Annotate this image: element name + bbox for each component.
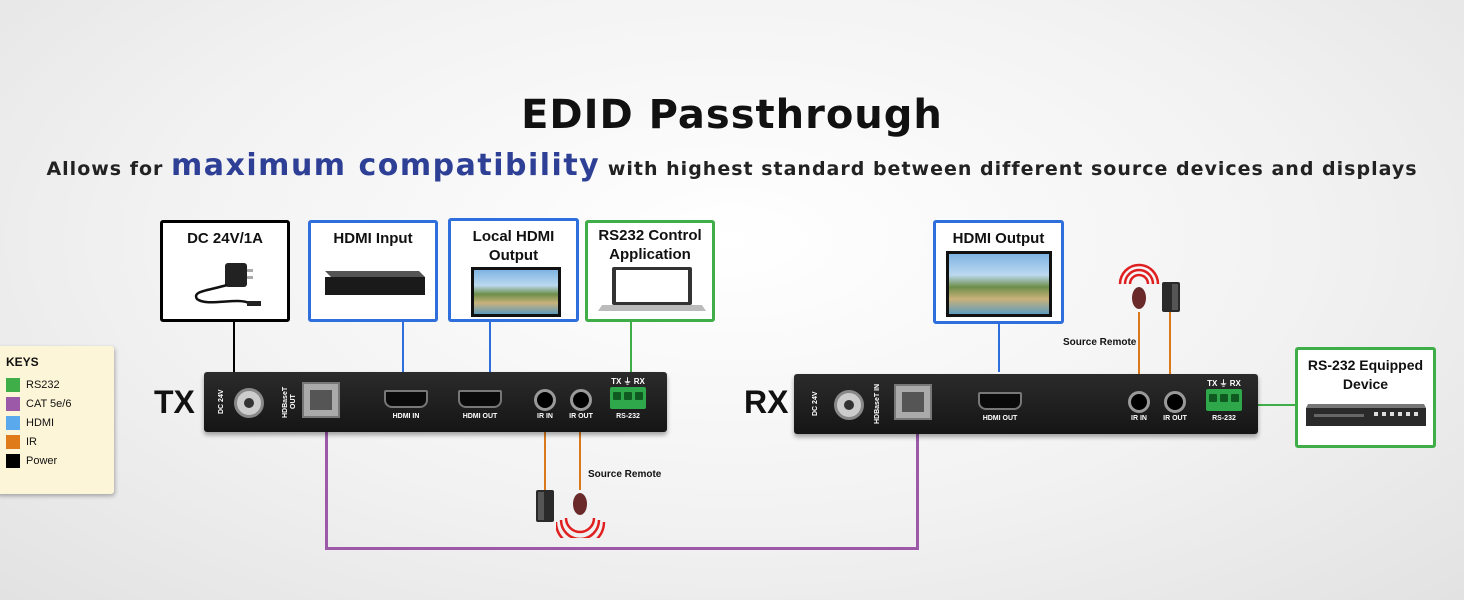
tx-rs232-terminal[interactable] xyxy=(610,387,646,409)
tx-txrx-label: TX ⏚ RX xyxy=(611,377,645,386)
ir-swatch xyxy=(6,435,20,449)
page-title: EDID Passthrough xyxy=(521,92,943,138)
key-ir-label: IR xyxy=(26,436,37,448)
rx-hdbaset-port[interactable] xyxy=(894,384,932,420)
rx-dc-jack[interactable] xyxy=(834,390,864,420)
rx-rs232-label: RS-232 xyxy=(1212,415,1236,422)
key-hdmi-label: HDMI xyxy=(26,417,55,429)
rx-hdmi-output-box: HDMI Output xyxy=(933,220,1064,324)
tx-ir-out-label: IR OUT xyxy=(569,413,593,420)
rs232-app-line xyxy=(630,320,632,372)
rx-dc-port-label: DC 24V xyxy=(812,391,819,417)
rs232-device-box: RS-232 Equipped Device xyxy=(1295,347,1436,448)
tx-ir-in-label: IR IN xyxy=(537,413,553,420)
ir-blaster-icon xyxy=(536,490,554,522)
hdmi-input-box: HDMI Input xyxy=(308,220,438,322)
hdmi-swatch xyxy=(6,416,20,430)
page-subtitle: Allows for maximum compatibility with hi… xyxy=(0,148,1464,183)
tx-label: TX xyxy=(154,384,195,420)
rx-ir-in-label: IR IN xyxy=(1131,415,1147,422)
tx-hdmi-out-label: HDMI OUT xyxy=(462,413,498,420)
key-rs232-label: RS232 xyxy=(26,379,60,391)
rx-rs232-line xyxy=(1258,404,1296,406)
rx-hdbaset-label: HDBaseT IN xyxy=(874,383,881,425)
tx-hdbaset-label: HDBaseT OUT xyxy=(282,386,297,418)
tx-ir-in-line xyxy=(544,428,546,490)
rx-ir-in-line xyxy=(1138,312,1140,378)
local-hdmi-output-label: Local HDMI Output xyxy=(472,228,555,264)
tx-ir-in-jack[interactable] xyxy=(534,389,556,411)
subtitle-highlight: maximum compatibility xyxy=(171,148,601,183)
ir-receiver-icon xyxy=(556,493,606,538)
tx-dc-jack[interactable] xyxy=(234,388,264,418)
cat-swatch xyxy=(6,397,20,411)
rx-source-remote-label: Source Remote xyxy=(1063,337,1137,348)
source-device-icon xyxy=(325,271,425,295)
power-adapter-icon xyxy=(194,263,261,306)
rs232-device-label: RS-232 Equipped Device xyxy=(1307,357,1424,392)
display-icon xyxy=(946,251,1052,317)
tx-dc-port-label: DC 24V xyxy=(218,389,225,415)
tx-hdbaset-port[interactable] xyxy=(302,382,340,418)
subtitle-before: Allows for xyxy=(46,158,164,180)
tx-hdmi-in-label: HDMI IN xyxy=(392,413,420,420)
display-icon xyxy=(471,267,561,317)
rx-ir-out-label: IR OUT xyxy=(1163,415,1187,422)
rx-extender: DC 24V HDBaseT IN HDMI OUT IR IN IR OUT … xyxy=(794,374,1258,434)
tx-rs232-label: RS-232 xyxy=(616,413,640,420)
power-swatch xyxy=(6,454,20,468)
laptop-icon xyxy=(598,267,706,311)
tx-hdmi-out-port[interactable] xyxy=(458,390,502,408)
rx-hdmi-output-label: HDMI Output xyxy=(952,230,1045,247)
tx-ir-out-line xyxy=(579,428,581,490)
tx-source-remote-label: Source Remote xyxy=(588,469,662,480)
rx-ir-out-line xyxy=(1169,312,1171,378)
hdmi-input-line xyxy=(402,320,404,372)
rx-label: RX xyxy=(744,384,789,420)
dc-power-label: DC 24V/1A xyxy=(187,230,263,247)
rs232-swatch xyxy=(6,378,20,392)
rx-hdmi-out-port[interactable] xyxy=(978,392,1022,410)
rx-ir-out-jack[interactable] xyxy=(1164,391,1186,413)
power-line xyxy=(233,320,235,372)
subtitle-after: with highest standard between different … xyxy=(607,158,1418,180)
rs232-app-label: RS232 Control Application xyxy=(598,227,702,263)
key-cat-label: CAT 5e/6 xyxy=(26,398,72,410)
dc-power-box: DC 24V/1A xyxy=(160,220,290,322)
local-hdmi-output-box: Local HDMI Output xyxy=(448,218,579,322)
cat-cable xyxy=(325,432,919,550)
rx-rs232-terminal[interactable] xyxy=(1206,389,1242,411)
ir-blaster-icon xyxy=(1162,282,1180,312)
hdmi-input-label: HDMI Input xyxy=(333,230,413,247)
ir-receiver-icon xyxy=(1118,263,1160,309)
tx-hdmi-in-port[interactable] xyxy=(384,390,428,408)
key-power-label: Power xyxy=(26,455,58,467)
rx-txrx-label: TX ⏚ RX xyxy=(1207,379,1241,388)
rx-ir-in-jack[interactable] xyxy=(1128,391,1150,413)
local-hdmi-output-line xyxy=(489,320,491,372)
tx-ir-out-jack[interactable] xyxy=(570,389,592,411)
tx-extender: DC 24V HDBaseT OUT HDMI IN HDMI OUT IR I… xyxy=(204,372,667,432)
rs232-app-box: RS232 Control Application xyxy=(585,220,715,322)
keys-legend: KEYS RS232 CAT 5e/6 HDMI IR Power xyxy=(0,346,114,494)
rx-hdmi-output-line xyxy=(998,322,1000,372)
keys-title: KEYS xyxy=(6,355,39,369)
rx-hdmi-out-label: HDMI OUT xyxy=(982,415,1018,422)
matrix-switch-icon xyxy=(1306,404,1426,426)
